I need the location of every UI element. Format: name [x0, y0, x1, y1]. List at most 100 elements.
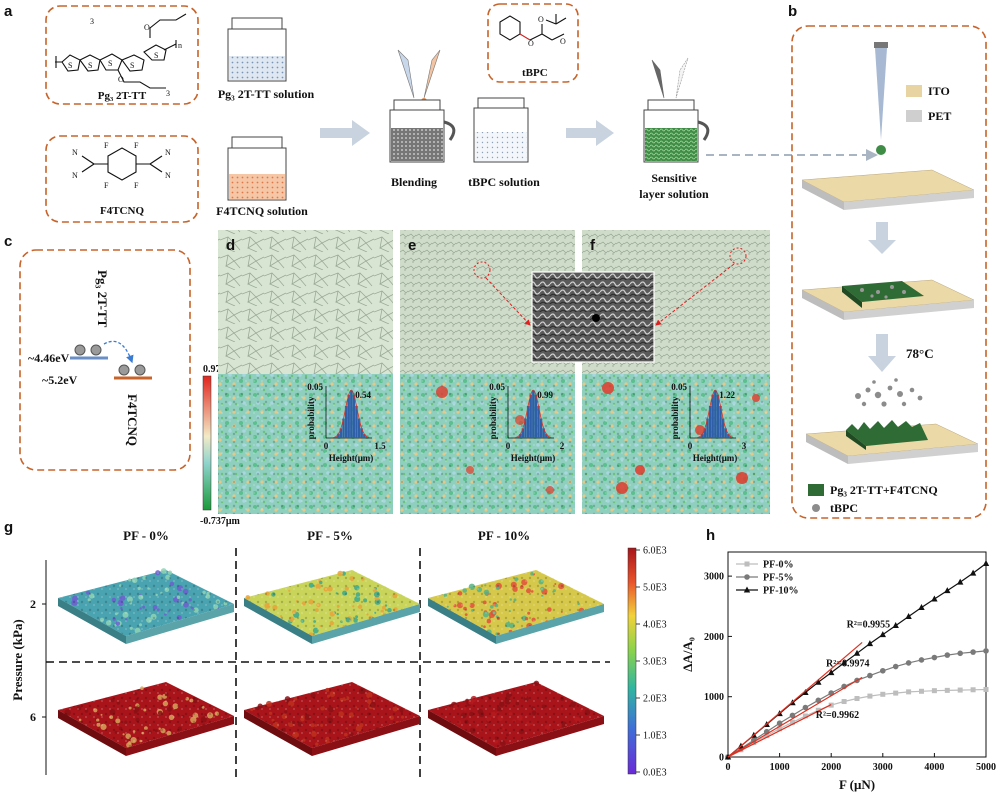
x-axis-label: F (μN): [839, 777, 875, 792]
hist-y-max: 0.05: [671, 382, 687, 392]
svg-text:N: N: [165, 148, 171, 157]
svg-text:F: F: [104, 141, 109, 150]
x-tick-label: 4000: [924, 762, 944, 773]
data-point: [931, 654, 938, 661]
hist-bar: [539, 418, 543, 438]
sensitive-layer-label-2: layer solution: [639, 187, 709, 201]
colorbar-tick-label: 6.0E3: [643, 546, 667, 557]
pressure-row-6: 6: [30, 710, 36, 724]
dopant-structure-icon: [81, 147, 163, 181]
blending-label: Blending: [391, 175, 437, 189]
linear-fit-line: [727, 676, 863, 758]
anneal-temperature: 78°C: [906, 346, 934, 361]
data-point: [957, 650, 963, 657]
data-point: [879, 631, 886, 638]
x-tick-label: 5000: [976, 762, 996, 773]
substrate-step-1: [801, 169, 975, 210]
legend-entry: PF-0%: [763, 560, 794, 571]
data-point: [828, 669, 835, 676]
data-point: [944, 687, 950, 693]
fit-r2-label: R²=0.9974: [826, 659, 869, 670]
additive-solution-vial: [473, 97, 529, 163]
hist-bar: [537, 405, 540, 438]
data-point: [790, 719, 795, 725]
hist-bar: [545, 434, 548, 438]
data-point: [866, 640, 874, 647]
data-point: [854, 696, 860, 702]
data-point: [957, 578, 964, 585]
hist-bar: [347, 394, 350, 438]
linear-fit-line: [727, 704, 832, 758]
svg-text:3: 3: [166, 89, 170, 98]
data-point: [880, 667, 886, 674]
data-point: [931, 595, 938, 602]
surface-map-1: [244, 570, 420, 644]
data-point: [905, 660, 912, 666]
hist-peak-label: 0.99: [537, 390, 553, 400]
hist-x-label: Height(μm): [329, 453, 374, 463]
hist-bar: [516, 436, 519, 438]
y-tick-label: 2000: [704, 632, 724, 643]
film-swatch: [808, 484, 824, 496]
hist-bar: [542, 428, 545, 438]
hist-bar: [352, 394, 356, 438]
data-point: [969, 569, 977, 576]
panel-label-d: d: [226, 237, 235, 254]
y-tick-label: 3000: [704, 572, 724, 583]
panel-label-e: e: [408, 237, 416, 254]
data-point: [802, 713, 808, 719]
svg-text:F: F: [104, 181, 109, 190]
data-point: [918, 657, 925, 663]
data-point: [764, 733, 770, 739]
hist-bar: [334, 436, 337, 438]
hist-y-max: 0.05: [307, 382, 323, 392]
hist-x-label: Height(μm): [693, 453, 738, 463]
surface-map-0: [58, 568, 234, 644]
hist-fit-curve: [696, 389, 734, 439]
panel-label-f: f: [590, 237, 596, 254]
y-tick-label: 1000: [704, 692, 724, 703]
hist-x-max: 1.5: [374, 441, 386, 451]
polymer-structure-box: [45, 5, 199, 105]
step-arrow-2: [868, 334, 896, 372]
polymer-label: Pg₃ 2T-TT: [98, 90, 147, 102]
hist-bar: [350, 390, 353, 438]
tbpc-swatch: [812, 504, 820, 512]
hist-peak-label: 0.54: [355, 390, 371, 400]
svg-text:3: 3: [90, 17, 94, 26]
pressure-axis-label: Pressure (kPa): [10, 619, 25, 700]
data-point: [815, 697, 822, 704]
process-arrow-2: [566, 120, 614, 146]
hist-bar: [363, 434, 366, 438]
dopant-label: F4TCNQ: [100, 205, 144, 217]
polymer-solution-vial: [227, 17, 287, 82]
process-arrow-1: [320, 120, 370, 146]
panel-label-c: c: [4, 233, 12, 250]
sensitive-layer-label-1: Sensitive: [651, 171, 697, 185]
surface-map-3: [58, 682, 234, 756]
column-header-pf5: PF - 5%: [307, 528, 353, 543]
hist-bar: [719, 405, 722, 438]
x-tick-label: 2000: [821, 762, 841, 773]
fit-r2-label: R²=0.9955: [847, 619, 890, 630]
data-point: [905, 613, 912, 620]
svg-text:O: O: [560, 37, 566, 46]
substrate-step-3: [805, 420, 979, 464]
hist-bar: [547, 436, 551, 438]
hist-y-max: 0.05: [489, 382, 505, 392]
svg-text:N: N: [165, 171, 171, 180]
energy-diagram-box: [19, 249, 191, 471]
level-high-label: ~4.46eV: [28, 351, 70, 365]
substrate-step-2: [801, 279, 975, 320]
x-tick-label: 1000: [770, 762, 790, 773]
zoom-marker-e: [473, 261, 491, 279]
hist-bar: [727, 434, 730, 438]
hist-bar: [355, 405, 358, 438]
svg-text:S: S: [108, 59, 112, 68]
polymer-structure-icon: [55, 13, 187, 89]
data-point: [918, 603, 925, 610]
legend-film: Pg₃ 2T-TT+F4TCNQ: [830, 483, 938, 497]
